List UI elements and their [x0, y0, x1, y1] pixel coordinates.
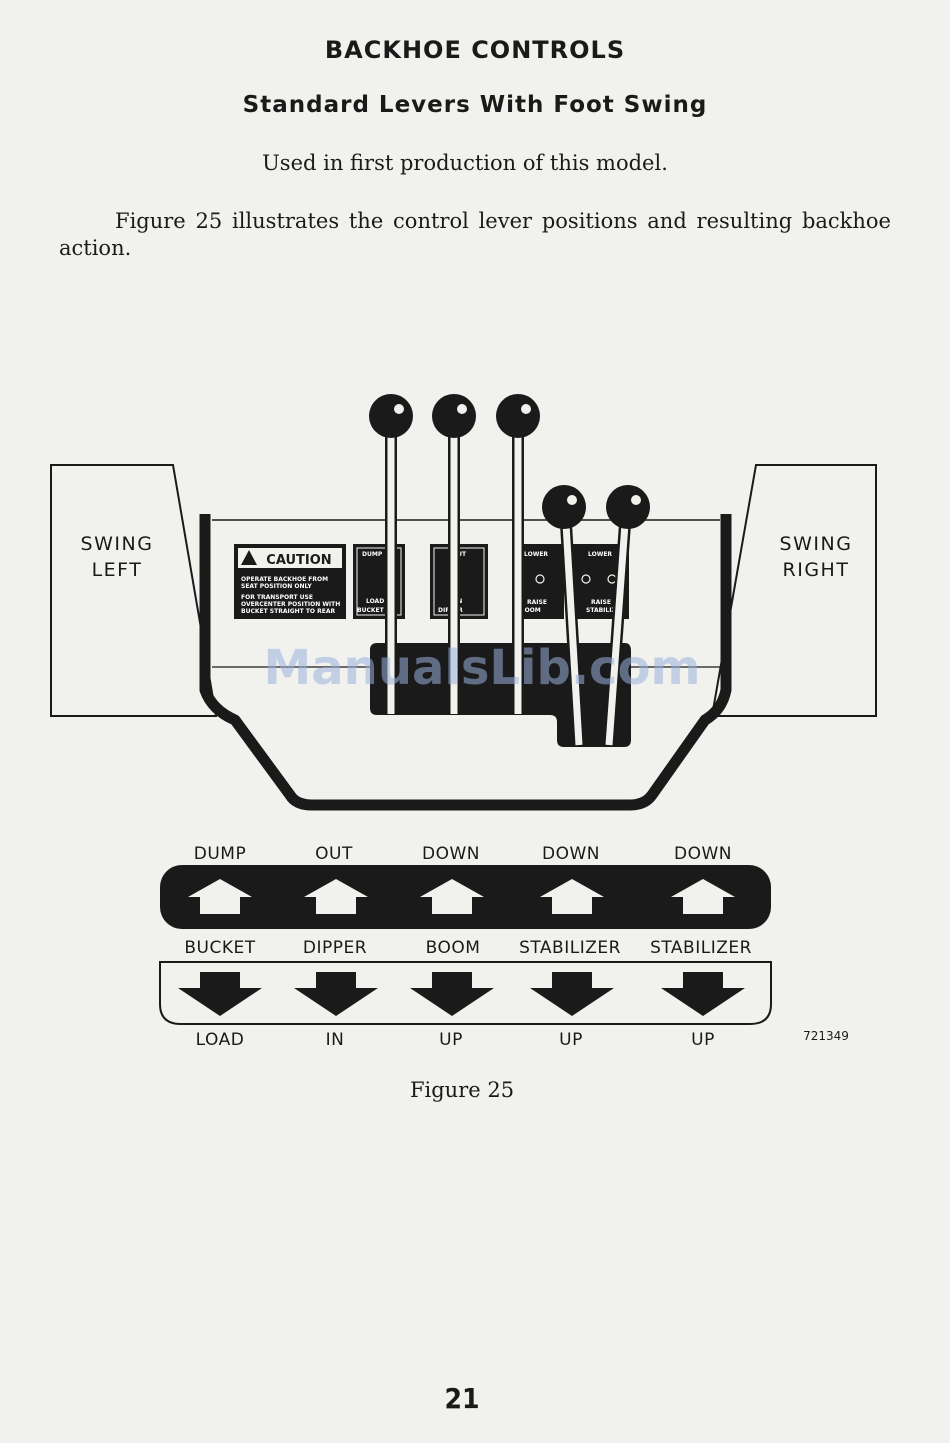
production-note: Used in first production of this model. — [262, 151, 668, 175]
control-console — [199, 514, 732, 811]
control-legend: DUMP OUT DOWN DOWN DOWN BUCKET DIPPER BO… — [159, 844, 772, 1050]
watermark: ManualsLib.com — [264, 640, 701, 696]
legend-bucket-down: LOAD — [196, 1030, 245, 1050]
legend-stabilizer-right-name: STABILIZER — [650, 938, 752, 958]
decal-bucket-name: BUCKET — [357, 607, 385, 614]
caution-line-1: OPERATE BACKHOE FROM — [241, 576, 328, 583]
legend-dipper-name: DIPPER — [303, 938, 367, 958]
caution-line-4: OVERCENTER POSITION WITH — [241, 601, 340, 608]
decal-bucket: DUMP LOAD BUCKET — [353, 544, 405, 619]
legend-stabilizer-left-up: DOWN — [542, 844, 600, 864]
caution-heading: CAUTION — [266, 553, 331, 568]
decal-boom-bottom: RAISE — [527, 599, 547, 606]
decal-boom-top: LOWER — [524, 551, 548, 558]
caution-line-2: SEAT POSITION ONLY — [241, 583, 312, 590]
caution-line-3: FOR TRANSPORT USE — [241, 594, 313, 601]
swing-right-label-2: RIGHT — [783, 559, 850, 581]
legend-stabilizer-right-down: UP — [691, 1030, 715, 1050]
lever-boom[interactable] — [496, 394, 540, 714]
body-paragraph: Figure 25 illustrates the control lever … — [59, 209, 891, 260]
legend-bucket-up: DUMP — [194, 844, 246, 864]
legend-dipper-up: OUT — [315, 844, 353, 864]
swing-right-pedal: SWING RIGHT — [710, 464, 877, 717]
swing-left-label-2: LEFT — [92, 559, 143, 581]
part-number: 721349 — [803, 1029, 849, 1043]
decal-stabilizer-bottom: RAISE — [591, 599, 611, 606]
swing-left-pedal: SWING LEFT — [50, 464, 218, 717]
legend-dipper-down: IN — [326, 1030, 345, 1050]
lever-bucket[interactable] — [369, 394, 413, 714]
page-number: 21 — [444, 1382, 480, 1415]
legend-stabilizer-left-down: UP — [559, 1030, 583, 1050]
figure-caption: Figure 25 — [409, 1078, 515, 1102]
caution-line-5: BUCKET STRAIGHT TO REAR — [241, 608, 335, 615]
swing-right-label-1: SWING — [780, 533, 853, 555]
decal-bucket-bottom: LOAD — [366, 598, 384, 605]
legend-boom-up: DOWN — [422, 844, 480, 864]
decal-stabilizer-top: LOWER — [588, 551, 612, 558]
lever-stabilizer-right[interactable] — [603, 485, 650, 746]
section-subtitle: Standard Levers With Foot Swing — [242, 92, 708, 118]
legend-stabilizer-right-up: DOWN — [674, 844, 732, 864]
legend-bucket-name: BUCKET — [184, 938, 255, 958]
decal-bucket-top: DUMP — [362, 551, 383, 558]
backhoe-controls-figure: SWING LEFT SWING RIGHT CAUTION OPERATE B… — [50, 394, 877, 1050]
decal-stabilizer-name: STABILIZER — [586, 607, 625, 614]
legend-stabilizer-left-name: STABILIZER — [519, 938, 621, 958]
decal-boom-name: BOOM — [520, 607, 541, 614]
lever-slot — [370, 643, 631, 747]
legend-boom-name: BOOM — [426, 938, 481, 958]
lever-dipper[interactable] — [432, 394, 476, 714]
lever-stabilizer-left[interactable] — [542, 485, 586, 746]
page-title: BACKHOE CONTROLS — [324, 36, 626, 64]
caution-decal: CAUTION OPERATE BACKHOE FROM SEAT POSITI… — [234, 544, 346, 619]
legend-boom-down: UP — [439, 1030, 463, 1050]
swing-left-label-1: SWING — [81, 533, 154, 555]
